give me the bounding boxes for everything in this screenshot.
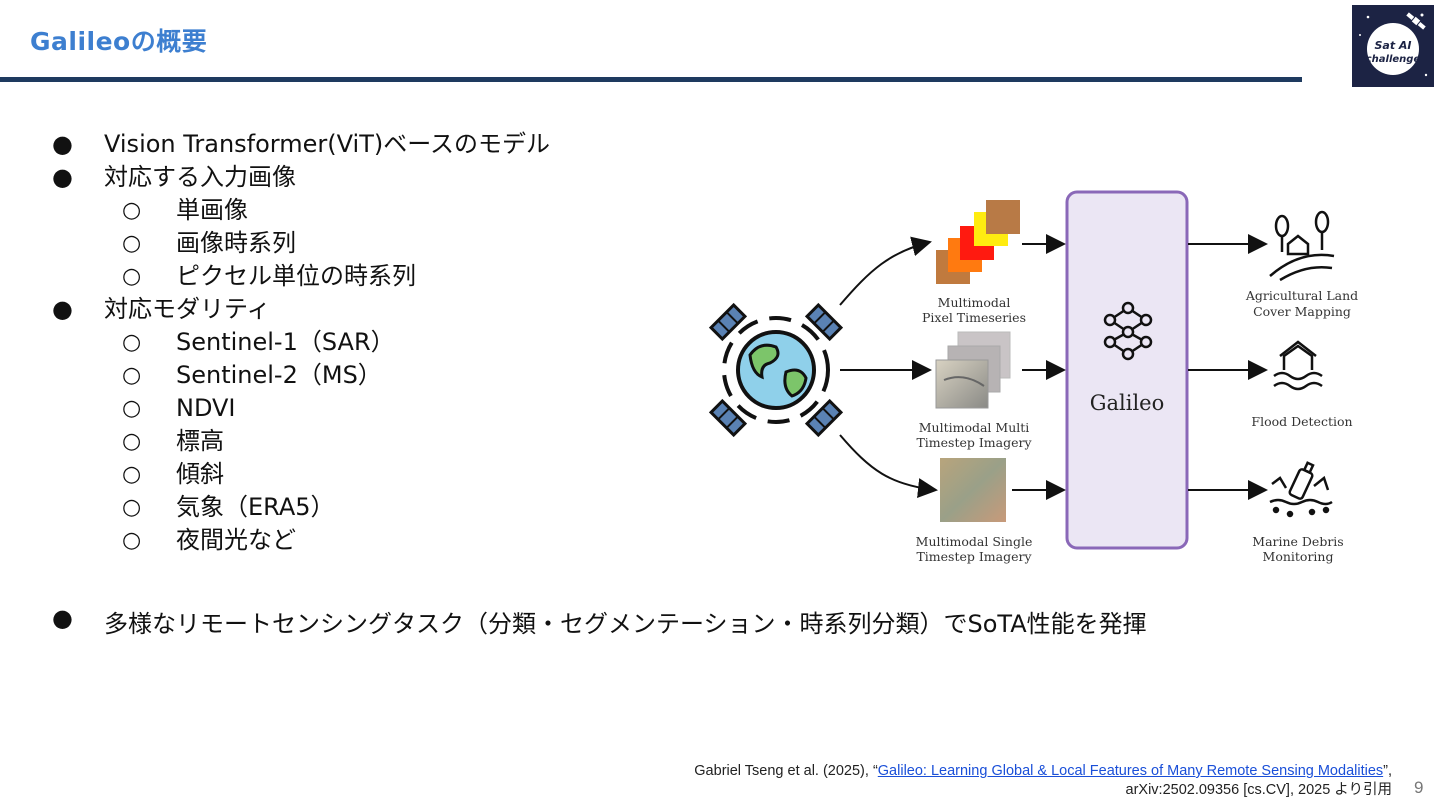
input-label-line2: Pixel Timeseries [922,310,1026,325]
arrow-to-single-timestep [839,434,938,498]
bullet-text: 対応する入力画像 [104,163,296,191]
galileo-architecture-diagram: Multimodal Pixel Timeseries Multimodal M… [708,190,1358,564]
sat-ai-challenge-logo: Sat AI challenge [1352,5,1434,87]
output-label-line2: Monitoring [1263,549,1334,564]
paper-link[interactable]: Galileo: Learning Global & Local Feature… [877,763,1384,779]
output-label-line2: Cover Mapping [1253,304,1351,319]
output-label-line1: Marine Debris [1252,534,1343,549]
sub-bullet-marker: ○ [122,198,142,223]
citation-prefix: Gabriel Tseng et al. (2025), “ [694,763,878,779]
sub-bullet-text: 単画像 [176,196,248,224]
bullet-marker: ● [52,295,73,323]
earth-satellites-icon [708,302,844,438]
bullet-marker: ● [52,130,73,158]
sub-bullet-text: 傾斜 [176,460,224,488]
bullet-marker: ● [52,163,73,191]
citation: Gabriel Tseng et al. (2025), “Galileo: L… [694,762,1392,800]
sub-bullet-text: Sentinel-1（SAR） [176,328,395,356]
model-label: Galileo [1090,391,1165,415]
svg-text:Sat AI: Sat AI [1374,39,1411,52]
output-label-line1: Agricultural Land [1245,288,1358,303]
arrow-to-pixel-timeseries [839,236,932,306]
page-number: 9 [1414,778,1424,797]
slide-title: Galileoの概要 [30,27,208,56]
multi-timestep-image [935,331,1011,409]
citation-line2: arXiv:2502.09356 [cs.CV], 2025 より引用 [1125,782,1392,798]
neural-network-icon [1103,301,1153,361]
bullet-text: Vision Transformer(ViT)ベースのモデル [104,130,551,158]
sub-bullet-text: 標高 [176,427,224,455]
output-label-line1: Flood Detection [1251,414,1352,429]
flood-icon [1273,340,1323,391]
bullet-text: 多様なリモートセンシングタスク（分類・セグメンテーション・時系列分類）でSoTA… [104,610,1147,638]
sub-bullet-text: 夜間光など [176,526,296,554]
galileo-model-box [1065,190,1189,550]
bullet-text: 対応モダリティ [104,295,271,323]
single-timestep-image [940,458,1006,522]
input-label-line1: Multimodal Multi [919,420,1030,435]
sub-bullet-marker: ○ [122,396,142,421]
marine-debris-icon [1269,461,1333,518]
bullet-marker: ● [52,604,73,632]
sub-bullet-text: Sentinel-2（MS） [176,361,382,389]
sub-bullet-text: NDVI [176,394,236,422]
sub-bullet-text: 気象（ERA5） [176,493,335,521]
sub-bullet-marker: ○ [122,429,142,454]
svg-text:challenge: challenge [1366,54,1421,65]
input-label-line2: Timestep Imagery [916,549,1032,564]
sub-bullet-marker: ○ [122,495,142,520]
sub-bullet-marker: ○ [122,528,142,553]
bullet-item: ● 多様なリモートセンシングタスク（分類・セグメンテーション・時系列分類）でSo… [52,604,1147,638]
sub-bullet-marker: ○ [122,462,142,487]
sub-bullet-marker: ○ [122,363,142,388]
farm-icon [1269,210,1335,282]
pixel-timeseries-image [936,200,1020,284]
sub-bullet-marker: ○ [122,264,142,289]
sub-bullet-marker: ○ [122,330,142,355]
title-underline [0,77,1302,82]
sub-bullet-marker: ○ [122,231,142,256]
input-label-line1: Multimodal [938,295,1011,310]
input-label-line2: Timestep Imagery [916,435,1032,450]
input-label-line1: Multimodal Single [916,534,1033,549]
citation-line1: Gabriel Tseng et al. (2025), “Galileo: L… [694,762,1392,781]
sub-bullet-text: 画像時系列 [176,229,296,257]
citation-suffix: ”, [1383,763,1392,779]
sub-bullet-text: ピクセル単位の時系列 [176,262,416,290]
